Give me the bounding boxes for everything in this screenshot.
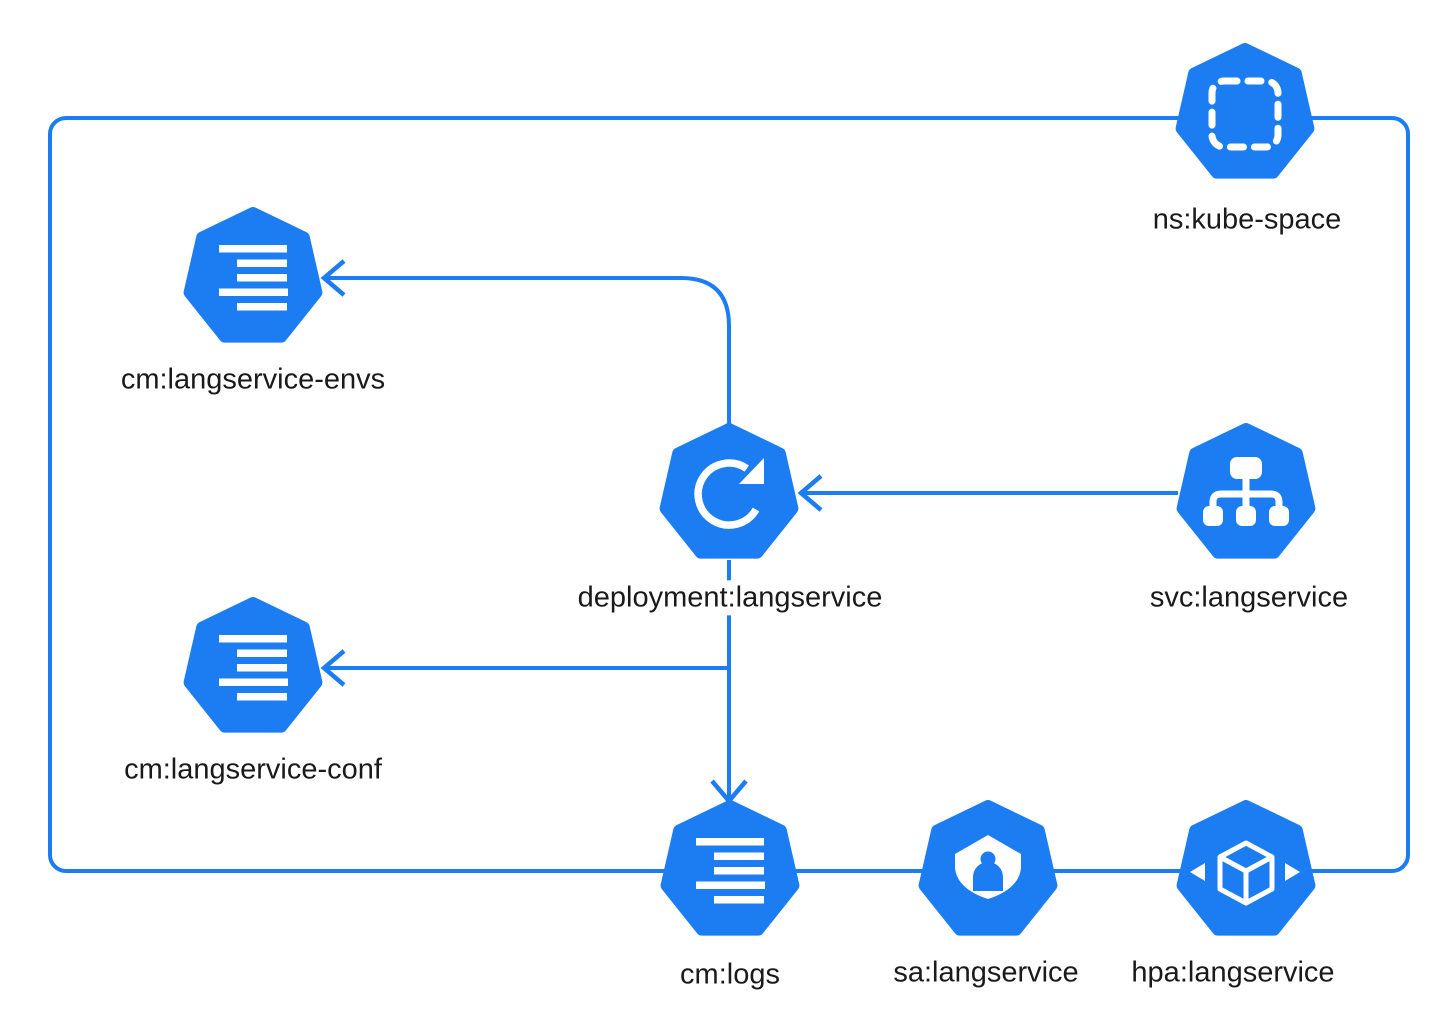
arrowhead-cm-envs xyxy=(320,259,346,297)
node-label-cm-envs: cm:langservice-envs xyxy=(113,362,393,398)
node-label-hpa: hpa:langservice xyxy=(1124,955,1342,991)
serviceaccount-icon xyxy=(913,796,1063,946)
node-label-cm-logs: cm:logs xyxy=(673,957,787,993)
node-label-cm-conf: cm:langservice-conf xyxy=(117,752,389,788)
arrowhead-cm-conf xyxy=(320,649,346,687)
configmap-icon xyxy=(655,796,805,946)
node-label-sa: sa:langservice xyxy=(886,955,1086,991)
namespace-icon xyxy=(1170,39,1320,189)
node-label-svc: svc:langservice xyxy=(1142,580,1356,616)
arrowhead-deployment xyxy=(797,474,823,512)
node-label-deployment: deployment:langservice xyxy=(570,580,890,616)
hpa-icon xyxy=(1171,796,1321,946)
edge-deployment-to-cm-envs xyxy=(326,276,731,430)
configmap-icon xyxy=(178,203,328,353)
node-label-ns: ns:kube-space xyxy=(1145,202,1349,238)
deployment-icon xyxy=(654,419,804,569)
configmap-icon xyxy=(178,593,328,743)
service-icon xyxy=(1171,419,1321,569)
